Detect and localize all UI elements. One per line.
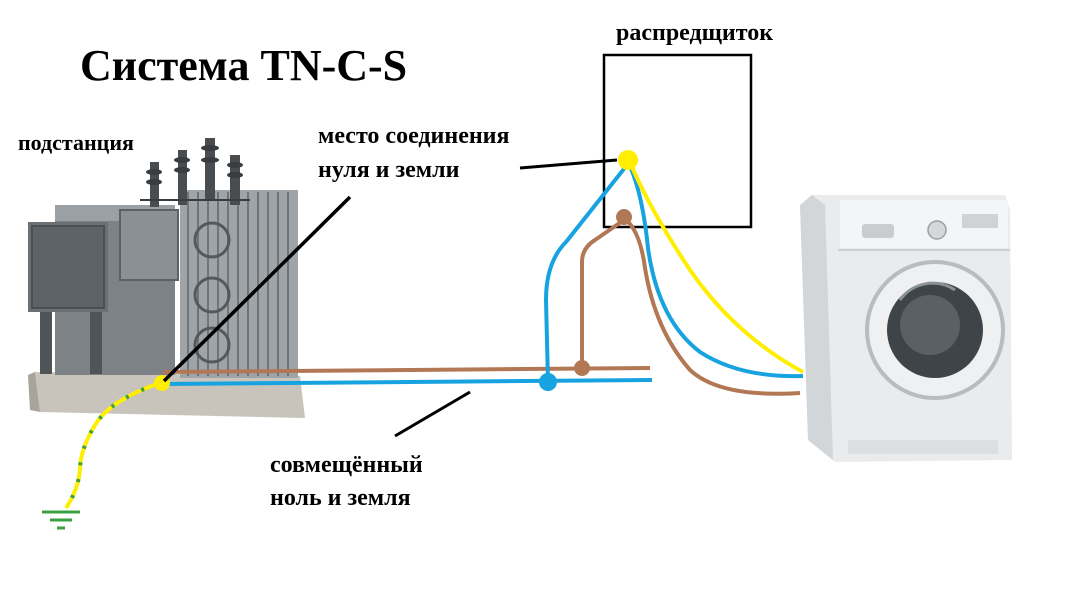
pen-pointer-line bbox=[394, 390, 471, 438]
phase-conductor-to-machine bbox=[622, 216, 801, 396]
phase-branch-node bbox=[574, 360, 590, 376]
junction-pointer-line bbox=[519, 158, 618, 170]
junction-label-line1: место соединения bbox=[318, 123, 510, 149]
phase-conductor-riser bbox=[580, 218, 626, 368]
distribution-board-box bbox=[602, 53, 753, 229]
transformer-icon bbox=[28, 138, 305, 418]
neutral-conductor-riser bbox=[543, 163, 629, 383]
phase-conductor bbox=[162, 366, 651, 374]
pen-conductor bbox=[162, 378, 653, 386]
junction-label-line2: нуля и земли bbox=[318, 157, 460, 183]
ground-symbol-icon bbox=[42, 510, 80, 530]
neutral-conductor-to-machine bbox=[626, 161, 804, 379]
pen-label-line1: совмещённый bbox=[270, 452, 423, 478]
phase-terminal-node bbox=[616, 209, 632, 225]
pen-label-line2: ноль и земля bbox=[270, 485, 411, 511]
pe-conductor bbox=[627, 159, 804, 374]
neutral-ground-junction-node bbox=[618, 150, 638, 170]
ground-conductor-stripe bbox=[64, 381, 161, 510]
substation-pointer-line bbox=[162, 195, 352, 383]
washing-machine-icon bbox=[800, 195, 1012, 462]
distribution-board-label: распредщиток bbox=[616, 20, 773, 46]
pen-split-node bbox=[539, 373, 557, 391]
diagram-title: Система TN-C-S bbox=[80, 41, 407, 90]
substation-label: подстанция bbox=[18, 130, 134, 155]
